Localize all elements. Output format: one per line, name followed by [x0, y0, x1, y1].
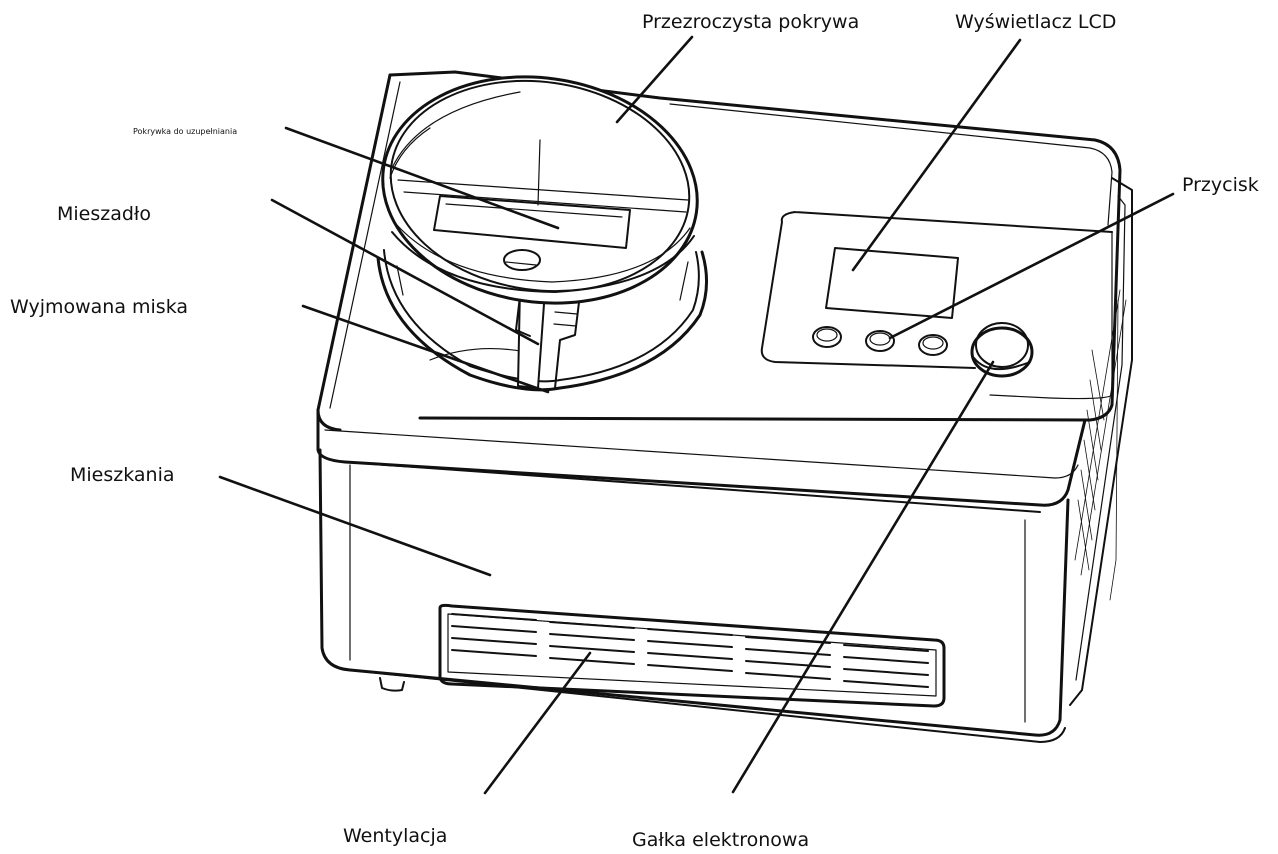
button-right	[918, 334, 948, 356]
leader-housing	[218, 475, 492, 577]
label-knob: Gałka elektronowa	[632, 829, 809, 851]
top-surface	[388, 70, 1122, 422]
appliance-illustration	[316, 70, 1133, 743]
label-lcd: Wyświetlacz LCD	[955, 11, 1116, 33]
label-paddle: Mieszadło	[57, 203, 151, 225]
label-bowl: Wyjmowana miska	[10, 296, 188, 318]
electronic-knob	[970, 322, 1034, 378]
leader-lcd	[851, 38, 1022, 272]
control-panel	[760, 211, 1113, 400]
lcd-display	[825, 247, 959, 319]
leader-lines	[218, 35, 1175, 795]
refill-opening	[433, 195, 631, 249]
label-button: Przycisk	[1182, 174, 1259, 196]
label-refill-lid: Pokrywka do uzupełniania	[133, 127, 237, 136]
button-middle	[865, 330, 895, 352]
leader-knob	[731, 360, 995, 794]
button-left	[812, 326, 842, 348]
labels: Przezroczysta pokrywa Wyświetlacz LCD Po…	[10, 11, 1259, 851]
label-lid: Przezroczysta pokrywa	[642, 11, 859, 33]
side-vent	[1074, 289, 1127, 601]
leader-refill-lid	[284, 126, 560, 230]
front-vent-grille	[438, 603, 946, 708]
transparent-lid	[381, 75, 699, 305]
leader-lid	[615, 35, 694, 124]
label-housing: Mieszkania	[70, 464, 175, 486]
front-housing	[318, 448, 1070, 737]
leader-button	[888, 192, 1175, 340]
leader-bowl	[301, 304, 550, 394]
leader-paddle	[270, 198, 540, 346]
label-vent: Wentylacja	[343, 825, 447, 847]
leader-vent	[483, 651, 592, 795]
